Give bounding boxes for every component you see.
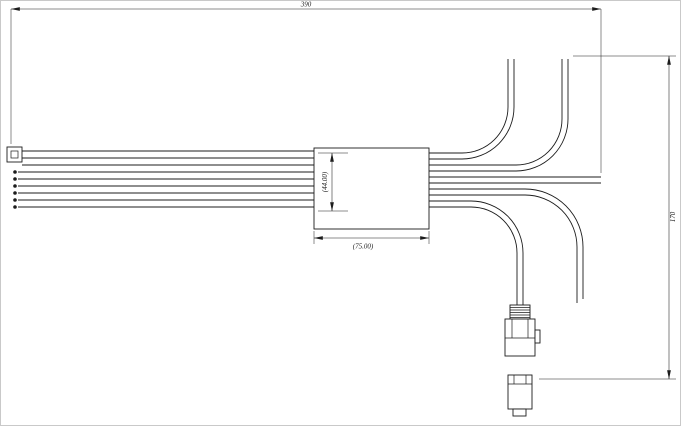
module-box: (44.00) bbox=[313, 147, 430, 230]
module-outline bbox=[313, 147, 430, 230]
mating-connector bbox=[507, 374, 533, 417]
plug-body-outline bbox=[504, 318, 536, 357]
left-connector bbox=[6, 146, 23, 163]
wire-end-terminal bbox=[13, 177, 17, 181]
overall-height-label: 170 bbox=[669, 211, 677, 222]
wire-branch-up bbox=[429, 59, 515, 160]
wire-branch-up bbox=[429, 59, 569, 172]
mating-connector-tab bbox=[512, 408, 527, 417]
overall-length-label: 390 bbox=[300, 1, 312, 9]
wire-branch-down bbox=[429, 188, 584, 299]
wire-end-terminal bbox=[13, 205, 17, 209]
wire-bundle-left bbox=[13, 150, 314, 209]
wire-branch-up bbox=[429, 59, 509, 154]
plug-side-latch bbox=[534, 329, 541, 344]
dimension-box-height: (44.00) bbox=[318, 152, 348, 212]
mating-connector-outline bbox=[507, 374, 533, 410]
wire-branch-down bbox=[429, 194, 578, 303]
wire-to-plug bbox=[429, 200, 524, 306]
dimension-overall-length: 390 bbox=[10, 1, 602, 173]
box-height-label: (44.00) bbox=[321, 171, 329, 192]
box-width-label: (75.00) bbox=[353, 243, 374, 251]
plug-body bbox=[504, 318, 541, 357]
plug-connector-assembly bbox=[504, 304, 541, 417]
dimension-overall-height: 170 bbox=[539, 55, 677, 380]
wire-end-terminal bbox=[13, 184, 17, 188]
wire-to-plug bbox=[429, 206, 518, 306]
wire-end-terminal bbox=[13, 191, 17, 195]
wire-end-terminal bbox=[13, 198, 17, 202]
connector-outline bbox=[6, 146, 23, 163]
wire-end-terminal bbox=[13, 170, 17, 174]
crimp-section bbox=[509, 304, 531, 320]
connector-cavity bbox=[10, 150, 19, 159]
wire-branch-up bbox=[429, 59, 563, 166]
wire-bundle-right bbox=[429, 59, 601, 306]
dimension-box-width: (75.00) bbox=[313, 231, 430, 251]
